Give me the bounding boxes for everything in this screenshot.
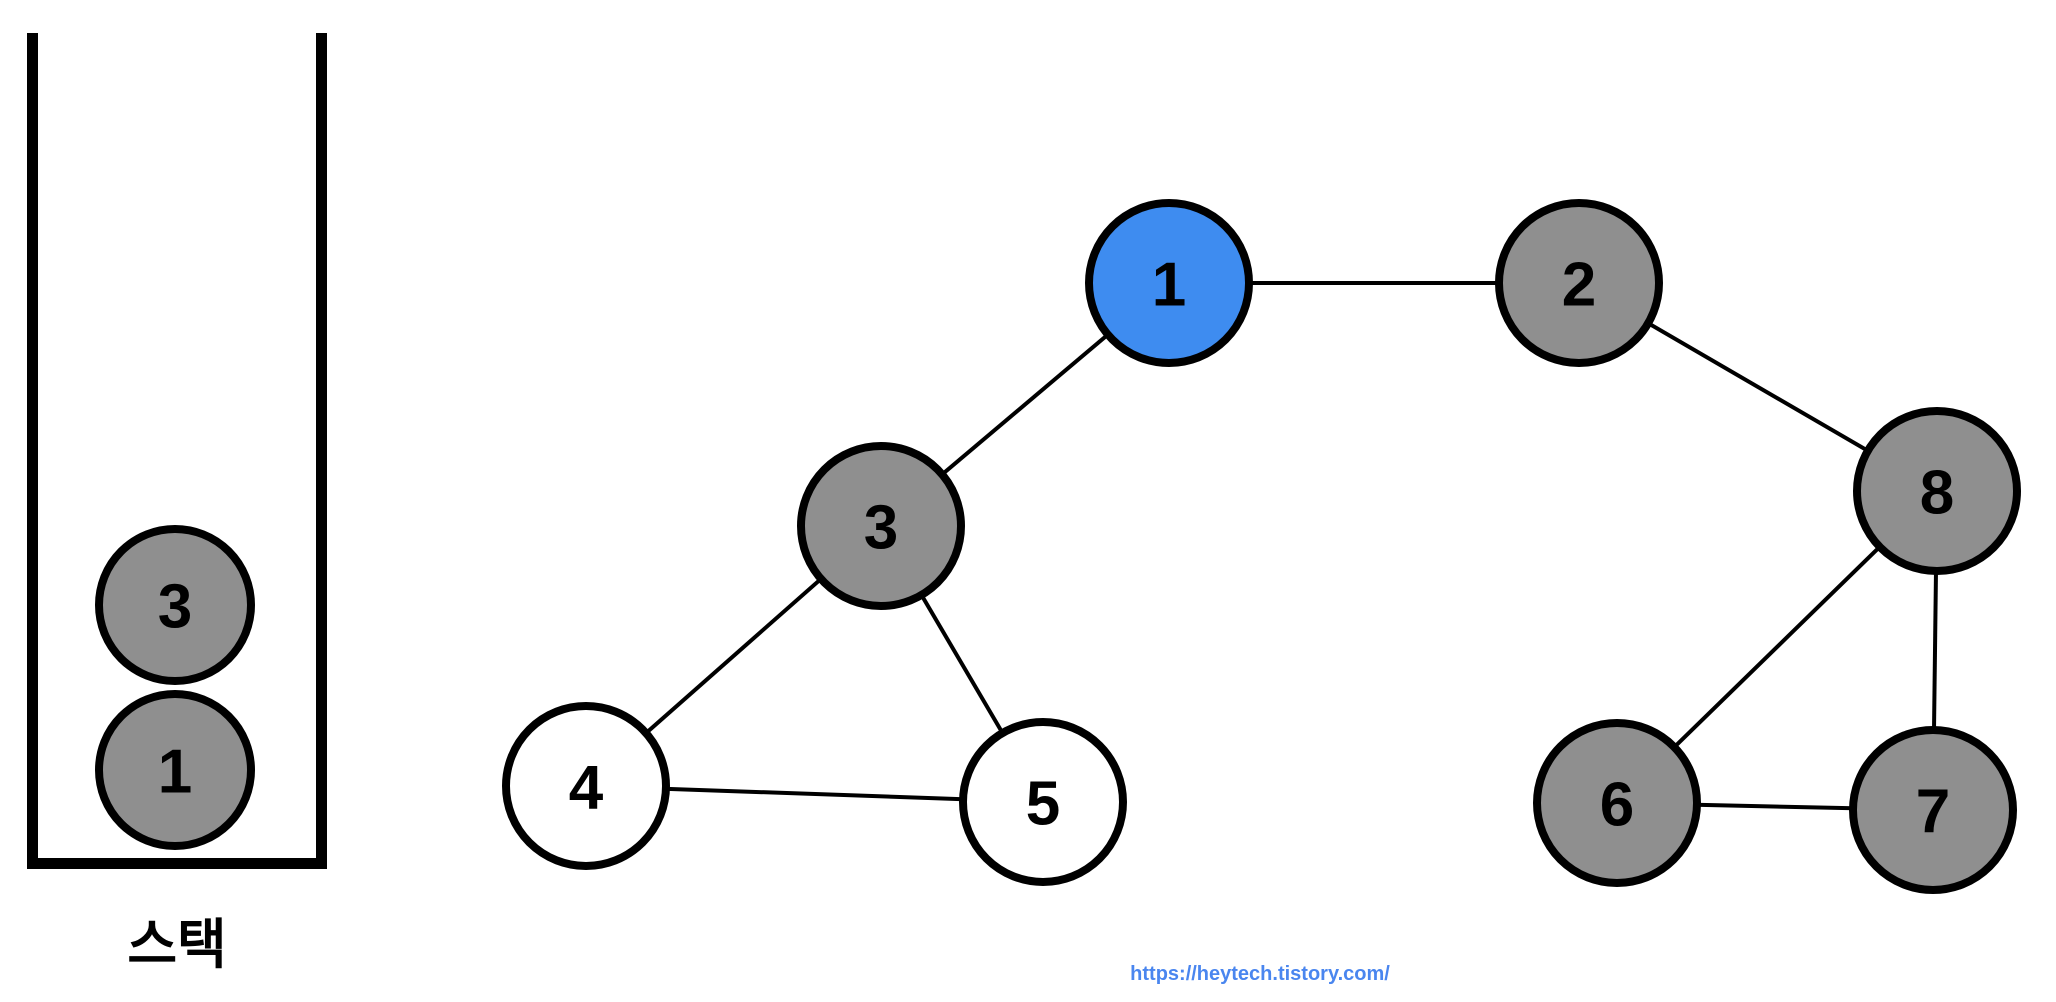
stack-container — [27, 33, 327, 869]
graph-node-4 — [502, 702, 670, 870]
graph-node-8 — [1853, 407, 2021, 575]
stack-item-label-0: 3 — [158, 572, 192, 641]
graph-nodes: 1 2 3 4 5 6 7 8 — [502, 199, 2021, 894]
graph-edges — [584, 281, 1939, 812]
graph-node-label-4: 4 — [569, 753, 604, 822]
graph-node-label-2: 2 — [1562, 250, 1596, 319]
graph-node-2 — [1495, 199, 1663, 367]
graph-node-label-8: 8 — [1920, 458, 1954, 527]
graph-node-7 — [1849, 726, 2017, 894]
graph-node-3 — [797, 442, 965, 610]
graph-node-label-5: 5 — [1026, 769, 1060, 838]
stack-label: 스택 — [127, 915, 226, 975]
graph-node-label-7: 7 — [1916, 777, 1950, 846]
footer-url: https://heytech.tistory.com/ — [1130, 963, 1390, 985]
graph-node-label-1: 1 — [1152, 250, 1186, 319]
stack-item-1 — [95, 690, 255, 850]
graph-node-6 — [1533, 719, 1701, 887]
stack-item-label-1: 1 — [158, 737, 192, 806]
graph-node-1 — [1085, 199, 1253, 367]
graph-node-label-6: 6 — [1600, 770, 1634, 839]
graph-node-5 — [959, 718, 1127, 886]
graph-node-label-3: 3 — [864, 493, 898, 562]
stack-items: 31 — [95, 525, 255, 850]
stack-item-0 — [95, 525, 255, 685]
